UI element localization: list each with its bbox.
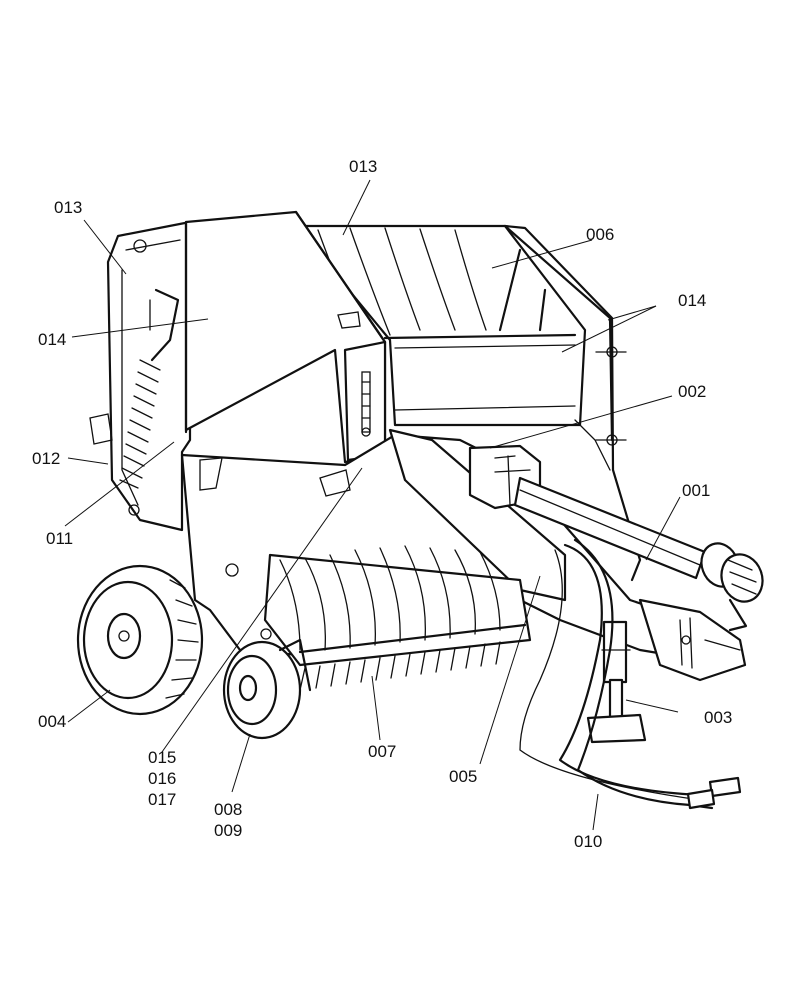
- callout-010: 010: [574, 832, 602, 851]
- callout-013-top: 013: [349, 157, 377, 176]
- baler-illustration: [76, 210, 764, 810]
- callout-013-left: 013: [54, 198, 82, 217]
- hydraulic-hoses: [558, 543, 732, 797]
- callout-labels: 013 013 006 014 014 002 012 001 011 003 …: [32, 157, 732, 851]
- callout-014-right: 014: [678, 291, 706, 310]
- main-wheel: [76, 564, 204, 716]
- callout-004: 004: [38, 712, 66, 731]
- callout-003: 003: [704, 708, 732, 727]
- callout-007: 007: [368, 742, 396, 761]
- pickup-reel: [263, 545, 532, 691]
- callout-001: 001: [682, 481, 710, 500]
- callout-012: 012: [32, 449, 60, 468]
- hitch-clevis: [638, 598, 747, 682]
- leader-lines: [64, 179, 681, 831]
- callout-002: 002: [678, 382, 706, 401]
- pto-yoke: [700, 542, 764, 632]
- callout-005: 005: [449, 767, 477, 786]
- callout-008: 008: [214, 800, 242, 819]
- drawbar-tongue: [388, 428, 567, 602]
- callout-009: 009: [214, 821, 242, 840]
- gauge-wheel: [222, 638, 312, 740]
- callout-011: 011: [46, 529, 73, 548]
- callout-015: 015: [148, 748, 176, 767]
- right-side-frame: [503, 224, 642, 582]
- callout-014-left: 014: [38, 330, 66, 349]
- callout-006: 006: [586, 225, 614, 244]
- side-spring: [119, 299, 161, 489]
- callout-017: 017: [148, 790, 176, 809]
- callout-016: 016: [148, 769, 176, 788]
